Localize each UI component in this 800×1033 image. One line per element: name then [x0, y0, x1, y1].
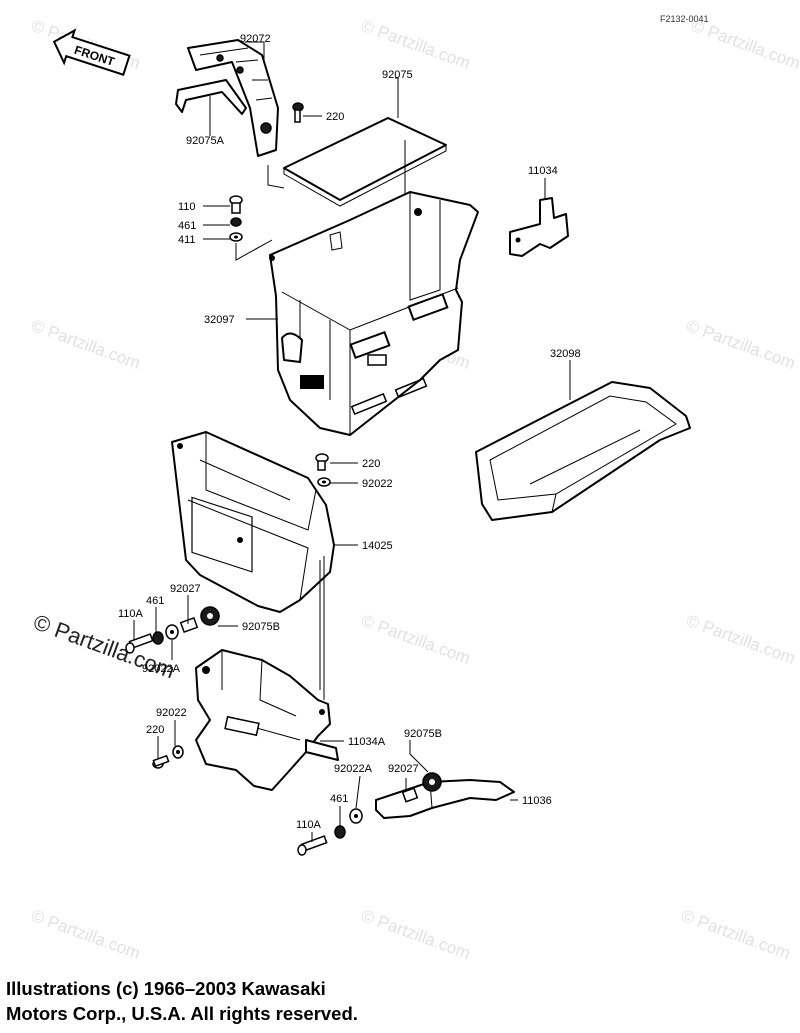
watermark: © Partzilla.com: [29, 316, 143, 373]
part-number-callouts: 92072 92075 220 92075A 110 461 411 11034…: [118, 33, 581, 831]
watermark: © Partzilla.com: [684, 611, 798, 668]
part-92075B-grommet: [200, 606, 220, 626]
callout-32097: 32097: [204, 314, 235, 326]
watermark: © Partzilla.com: [359, 16, 473, 73]
part-92072-battery-strap-holder: [187, 39, 279, 157]
part-92022-washer: [317, 477, 331, 487]
callout-110A: 110A: [118, 608, 144, 620]
callout-110A: 110A: [296, 819, 322, 831]
callout-411: 411: [178, 234, 196, 246]
part-32097-battery-case: [269, 191, 479, 436]
callout-220: 220: [146, 724, 164, 736]
part-32098-battery-tray: [475, 381, 691, 521]
callout-32098: 32098: [550, 348, 581, 360]
part-92075A-bracket: [175, 79, 247, 115]
callout-11034A: 11034A: [348, 736, 386, 748]
watermark: © Partzilla.com: [684, 316, 798, 373]
part-92022-washer: [172, 745, 184, 759]
part-92027-collar: [401, 787, 419, 803]
assembly-guide-lines: [235, 140, 406, 700]
copyright-line-2: Motors Corp., U.S.A. All rights reserved…: [6, 1003, 358, 1024]
callout-92027: 92027: [388, 763, 419, 775]
watermark: © Partzilla.com: [359, 611, 473, 668]
part-14025-regulator-box: [171, 431, 335, 613]
part-461-washer: [334, 825, 346, 839]
copyright-notice: Illustrations (c) 1966–2003 Kawasaki Mot…: [6, 976, 426, 1026]
copyright-line-1: Illustrations (c) 1966–2003 Kawasaki: [6, 978, 326, 999]
watermark: © Partzilla.com: [689, 16, 800, 73]
callout-92075B: 92075B: [242, 621, 280, 633]
part-110-bolt: [229, 195, 243, 214]
callout-92075A: 92075A: [186, 135, 225, 147]
part-220-screw: [152, 754, 170, 769]
part-110A-bolt: [125, 633, 154, 654]
part-11036-bracket: [375, 779, 515, 819]
part-461-washer: [230, 217, 242, 227]
callout-92022A: 92022A: [142, 663, 181, 675]
callout-11036: 11036: [522, 795, 552, 807]
callout-92072: 92072: [240, 33, 271, 45]
callout-92022: 92022: [362, 478, 393, 490]
part-92075B-grommet: [422, 772, 442, 792]
figure-code: F2132-0041: [660, 14, 709, 24]
callout-92075: 92075: [382, 69, 413, 81]
part-92022A-washer: [349, 808, 363, 824]
part-220-screw: [292, 102, 304, 123]
callout-14025: 14025: [362, 540, 393, 552]
callout-92027: 92027: [170, 583, 201, 595]
callout-92022A: 92022A: [334, 763, 373, 775]
callout-92075B: 92075B: [404, 728, 442, 740]
watermark: © Partzilla.com: [29, 906, 143, 963]
leader-lines: [133, 41, 571, 842]
callout-11034: 11034: [528, 165, 558, 177]
part-92075-rubber-pad: [283, 117, 447, 207]
part-411-washer: [229, 232, 243, 242]
part-11034A-bracket: [195, 649, 339, 791]
part-110A-bolt: [297, 835, 328, 856]
part-11034-bracket: [509, 197, 569, 257]
watermark: © Partzilla.com: [679, 906, 793, 963]
callout-461: 461: [146, 595, 164, 607]
callout-92022: 92022: [156, 707, 187, 719]
watermark: © Partzilla.com: [359, 906, 473, 963]
part-92022A-washer: [165, 624, 179, 640]
callout-220: 220: [326, 111, 344, 123]
callout-220: 220: [362, 458, 380, 470]
callout-461: 461: [330, 793, 348, 805]
part-220-screw: [315, 453, 329, 471]
callout-461: 461: [178, 220, 196, 232]
part-92027-collar: [179, 616, 199, 634]
callout-110: 110: [178, 201, 196, 213]
part-461-washer: [152, 631, 164, 645]
